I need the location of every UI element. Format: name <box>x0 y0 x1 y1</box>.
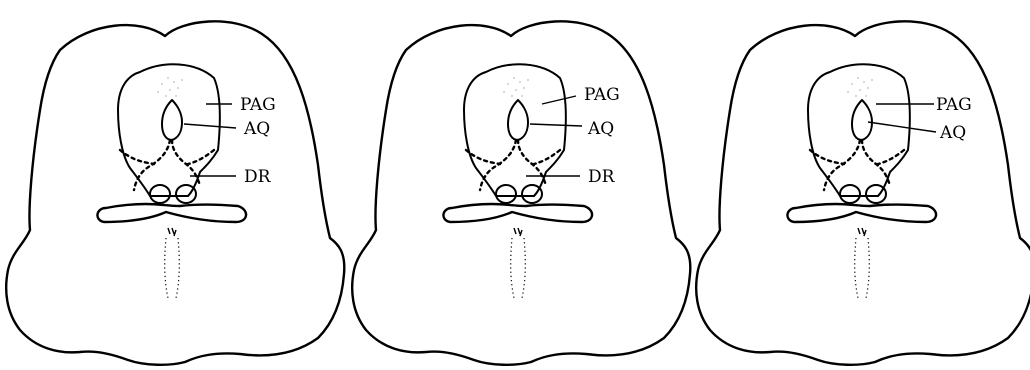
panel-3: PAG AQ <box>696 21 1030 364</box>
dr-label-1: DR <box>244 167 272 187</box>
aq-label-1: AQ <box>243 119 270 139</box>
aq-leader-2 <box>530 124 582 126</box>
aq-label-2: AQ <box>587 119 614 139</box>
pag-label-2: PAG <box>584 85 620 105</box>
aq-leader-1 <box>184 124 236 128</box>
brain-section-1 <box>6 21 344 364</box>
pag-label-1: PAG <box>240 95 276 115</box>
pag-leader-2 <box>542 96 576 104</box>
panel-2: PAG AQ DR <box>352 21 690 364</box>
brain-section-2 <box>352 21 690 364</box>
dr-label-2: DR <box>588 167 616 187</box>
brain-section-3 <box>696 21 1030 364</box>
panel-1: PAG AQ DR <box>6 21 344 364</box>
pag-label-3: PAG <box>936 95 972 115</box>
aq-label-3: AQ <box>939 123 966 143</box>
aq-leader-3 <box>868 122 936 132</box>
